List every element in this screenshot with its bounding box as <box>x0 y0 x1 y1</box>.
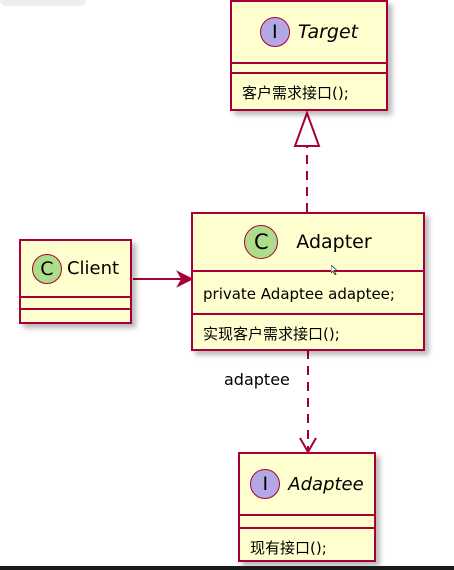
class-stereotype-icon: C <box>244 225 279 259</box>
method-adaptee: 现有接口(); <box>240 527 374 558</box>
class-adapter[interactable]: C Adapter private Adaptee adaptee; 实现客户需… <box>191 212 425 351</box>
class-name-client: Client <box>66 258 120 279</box>
class-client[interactable]: C Client <box>19 239 132 324</box>
class-adaptee[interactable]: I Adaptee 现有接口(); <box>238 452 376 562</box>
window-top-edge <box>0 0 86 6</box>
interface-stereotype-icon: I <box>259 17 290 47</box>
field-adapter: private Adaptee adaptee; <box>193 270 423 313</box>
class-stereotype-icon: C <box>31 253 62 284</box>
mouse-cursor-icon <box>331 265 339 275</box>
window-bottom-edge <box>0 566 454 570</box>
class-name-adaptee: Adaptee <box>288 473 364 495</box>
class-target[interactable]: I Target 客户需求接口(); <box>230 0 388 111</box>
class-name-adapter: Adapter <box>296 231 372 253</box>
association-arrowhead <box>176 270 194 288</box>
method-target: 客户需求接口(); <box>232 72 386 103</box>
class-name-target: Target <box>297 21 359 43</box>
dependency-label: adaptee <box>224 370 290 389</box>
interface-stereotype-icon: I <box>250 469 281 499</box>
method-adapter: 实现客户需求接口(); <box>193 313 423 344</box>
realization-arrowhead <box>293 110 321 147</box>
